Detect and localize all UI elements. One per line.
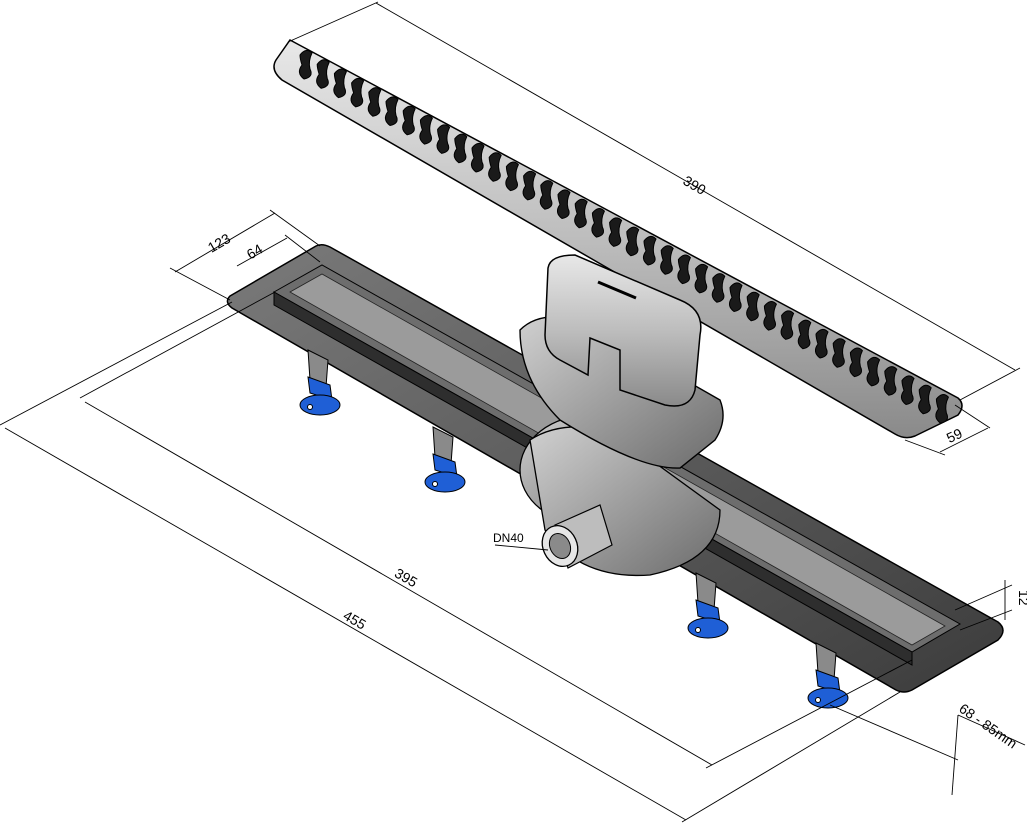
grate-slot [883, 366, 898, 396]
grate-slot [849, 347, 864, 378]
adjustable-leg [807, 642, 849, 709]
grate-slot [574, 198, 588, 229]
grate-slot [866, 356, 881, 387]
grate-slot [711, 273, 726, 303]
adjustable-legs [299, 349, 849, 709]
grate-slot [316, 59, 330, 89]
grate-slot [591, 208, 606, 238]
adjustable-leg [424, 426, 466, 493]
dim-adjustable-height: 68 - 85mm [956, 700, 1020, 751]
adjustable-leg [299, 349, 341, 416]
grate-slot [763, 301, 778, 331]
grate-slot [384, 96, 399, 127]
dim-channel-length: 395 [392, 565, 420, 591]
outlet-pipe [541, 504, 613, 569]
grate-slot [470, 142, 485, 173]
grate-slot [539, 180, 554, 210]
grate-slot [900, 375, 915, 406]
grate-slot [746, 291, 760, 322]
adjustable-leg [687, 572, 729, 639]
grate-slot [832, 338, 846, 368]
grate-slot [694, 263, 709, 294]
grate-slot [419, 115, 434, 145]
dim-channel-width: 64 [244, 241, 266, 263]
grate-slot [436, 124, 451, 154]
dim-grate-width: 59 [944, 425, 965, 446]
grate-slot [505, 161, 520, 192]
grate-slot [608, 217, 623, 247]
grate-slot [333, 68, 348, 99]
grate-slot [402, 105, 416, 136]
grate-slot [625, 226, 640, 257]
grate-slot [918, 384, 932, 415]
siphon-logo [597, 280, 637, 300]
grate-slot [780, 310, 795, 340]
grate-slot [642, 235, 657, 266]
grate-slot [677, 254, 692, 285]
grate-slot [298, 49, 313, 80]
grate-slot [350, 77, 365, 108]
dim-flange-height: 12 [1016, 590, 1027, 606]
grate-slot [660, 245, 674, 275]
grate-slot [367, 87, 382, 117]
grate-slot [488, 152, 502, 182]
grate-slot [453, 133, 468, 164]
grate-slot [935, 394, 950, 424]
siphon [519, 254, 724, 577]
grate-slot [556, 189, 571, 220]
dim-outlet: DN40 [493, 531, 524, 545]
grate [273, 39, 963, 439]
grate-slot [814, 328, 829, 359]
dim-grate-length: 390 [680, 172, 708, 198]
grate-slots [298, 49, 950, 424]
grate-slot [728, 282, 743, 313]
dim-overall-length: 455 [341, 607, 369, 633]
grate-slot [522, 170, 537, 201]
grate-slot [797, 319, 812, 350]
